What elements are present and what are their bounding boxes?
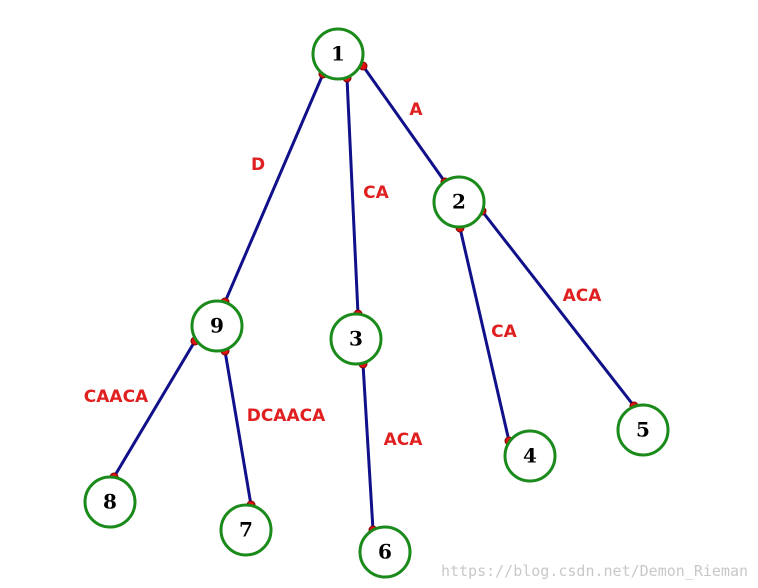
node-circle-2 xyxy=(432,175,486,229)
edge-label-9-8: CAACA xyxy=(84,387,149,407)
edge-label-3-6: ACA xyxy=(384,430,424,450)
edge-2-4 xyxy=(458,227,511,442)
edge-label-9-7: DCAACA xyxy=(247,406,326,426)
edge-1-3 xyxy=(345,77,360,315)
node-circle-4 xyxy=(503,429,557,483)
node-label-6: 6 xyxy=(378,540,392,564)
edge-label-2-5: ACA xyxy=(563,286,603,306)
edge-1-2 xyxy=(361,65,447,183)
edge-9-8 xyxy=(112,340,197,478)
node-1: 1 xyxy=(311,27,365,81)
node-9: 9 xyxy=(190,299,244,353)
node-circle-8 xyxy=(83,475,137,529)
watermark: https://blog.csdn.net/Demon_Rieman xyxy=(441,562,748,580)
edge-3-6 xyxy=(361,363,375,531)
node-label-8: 8 xyxy=(103,490,117,514)
node-circle-3 xyxy=(329,312,383,366)
node-5: 5 xyxy=(616,403,670,457)
edge-2-5 xyxy=(480,210,636,407)
node-label-4: 4 xyxy=(523,444,537,468)
edge-label-1-3: CA xyxy=(363,183,389,203)
edge-label-2-4: CA xyxy=(491,322,517,342)
node-4: 4 xyxy=(503,429,557,483)
node-circle-1 xyxy=(311,27,365,81)
node-circle-9 xyxy=(190,299,244,353)
node-label-1: 1 xyxy=(331,42,345,66)
edge-1-9 xyxy=(223,73,325,303)
node-label-2: 2 xyxy=(452,190,466,214)
node-3: 3 xyxy=(329,312,383,366)
node-label-3: 3 xyxy=(349,327,363,351)
node-8: 8 xyxy=(83,475,137,529)
node-label-5: 5 xyxy=(636,418,650,442)
endpoints-layer xyxy=(109,61,639,535)
edge-label-1-2: A xyxy=(409,100,423,120)
node-label-9: 9 xyxy=(210,314,224,338)
node-label-7: 7 xyxy=(239,518,253,542)
nodes-layer: 1 2 3 4 5 6 7 8 9 xyxy=(83,27,670,579)
node-6: 6 xyxy=(358,525,412,579)
node-2: 2 xyxy=(432,175,486,229)
edge-9-7 xyxy=(223,350,253,506)
edges-layer xyxy=(112,65,636,531)
node-circle-7 xyxy=(219,503,273,557)
node-circle-5 xyxy=(616,403,670,457)
node-7: 7 xyxy=(219,503,273,557)
node-circle-6 xyxy=(358,525,412,579)
edge-label-1-9: D xyxy=(251,155,265,175)
